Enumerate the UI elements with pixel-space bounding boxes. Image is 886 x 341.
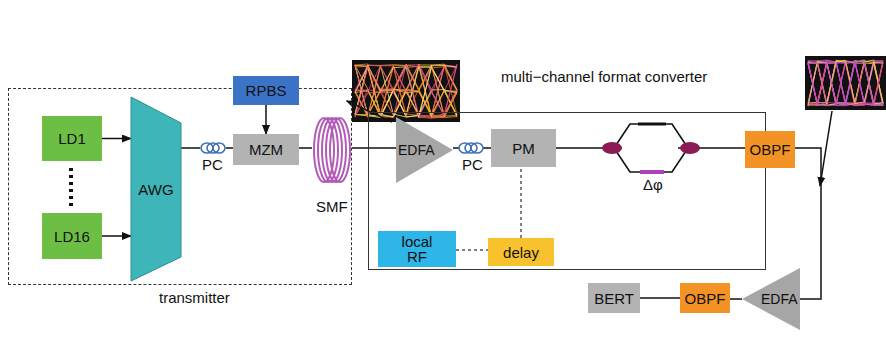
node-label: EDFA [398,142,435,159]
node-label: RPBS [246,82,287,99]
fiber-loop [330,118,350,182]
eye-traces [808,60,883,106]
pc-label: PC [462,156,483,173]
awg-shape [131,97,181,281]
laser-box: LD16 [42,213,102,259]
amplifier-triangle: EDFA [396,117,453,183]
delay-box: delay [488,238,554,266]
eye-trace [808,60,883,105]
eye-trace [355,65,457,116]
connector [520,167,522,238]
node-label: LD1 [58,130,86,147]
eye-trace [808,60,883,105]
triangle-shape [742,268,800,330]
node-label: local RF [393,234,441,264]
connector [456,249,488,251]
node-label: SMF [316,198,348,215]
connector [265,105,267,134]
phase-label: Δφ [643,176,663,193]
eye-trace [355,65,457,118]
eye-trace [808,61,883,106]
eye-trace [355,65,457,118]
modulator-box: PM [491,129,556,167]
eye-trace [355,66,457,115]
rf-source-box: local RF [378,231,456,267]
node-label: transmitter [159,289,230,306]
eye-trace [355,65,457,117]
eye-trace [808,61,883,105]
eye-trace [355,64,457,115]
amplifier-triangle: EDFA [742,268,800,330]
node-label: delay [503,244,539,261]
connector [640,297,680,299]
filter-box: OBPF [745,131,795,168]
connector [299,147,312,149]
connector [352,147,396,149]
mzi [602,124,700,172]
converter-group: multi−channel format converterEDFAPMloca… [368,112,766,270]
eye-traces [355,64,457,118]
filter-box: OBPF [680,283,730,313]
modulator-box: MZM [233,134,299,165]
eye-trace [808,60,883,106]
node-label: BERT [594,290,634,307]
eye-trace [808,60,883,106]
tester-box: BERT [588,283,640,313]
connector [102,235,131,237]
eye-trace [355,64,457,117]
node-label: EDFA [761,291,798,308]
ellipsis-dots [69,168,73,206]
awg-trapezoid: AWG [131,97,181,281]
node-label: PM [512,140,535,157]
pc-coil [459,143,483,153]
eye-trace [808,60,883,105]
connector [730,298,742,300]
node-label: LD16 [54,228,90,245]
eye-trace [355,64,457,117]
eye-trace [355,64,457,117]
node-label: OBPF [685,290,726,307]
laser-box: LD1 [42,116,102,161]
triangle-shape [396,117,453,183]
eye-trace [808,61,883,105]
node-label: multi−channel format converter [501,68,707,85]
eye-trace [808,60,883,106]
pc-coil [200,143,226,153]
connector [102,138,131,140]
transmitter-group: transmitterLD1LD16AWGMZMRPBS [8,88,352,285]
eye-diagram [805,56,886,110]
eye-trace [808,61,883,105]
node-label: AWG [138,181,173,198]
node-label: OBPF [750,141,791,158]
eye-trace [355,64,457,118]
node-label: MZM [249,141,283,158]
eye-trace [808,60,883,106]
eye-trace [808,60,883,106]
leader-arrow [820,111,832,186]
pc-label: PC [202,156,223,173]
eye-trace [355,65,457,117]
eye-trace [808,61,883,106]
fiber-spool: SMF [312,114,352,218]
source-box: RPBS [233,76,299,105]
